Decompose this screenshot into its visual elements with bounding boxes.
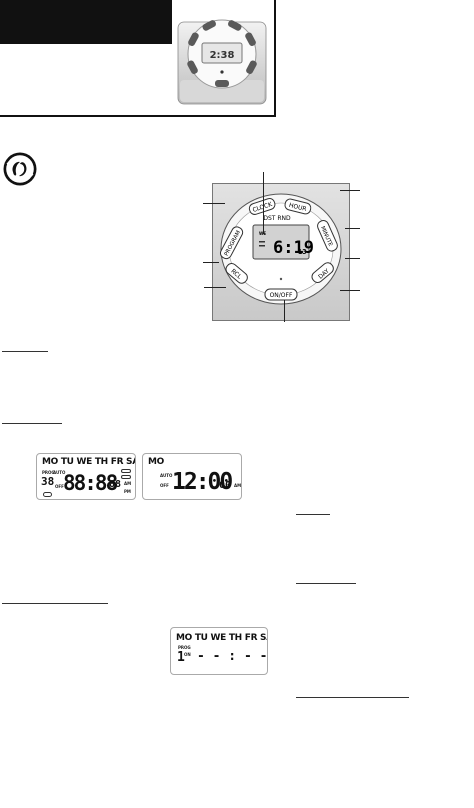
lcd-am-label: AM bbox=[124, 481, 132, 486]
header-frame bbox=[0, 0, 276, 117]
title-banner bbox=[0, 0, 172, 44]
lcd-auto-label: AUTO bbox=[160, 473, 173, 478]
on-off-button[interactable]: ON/OFF bbox=[264, 288, 298, 301]
leader-line bbox=[263, 172, 264, 234]
timer-product-photo: 2:38 bbox=[177, 19, 267, 105]
leader-line bbox=[203, 203, 225, 204]
lcd-prog-label: PROG bbox=[178, 645, 191, 650]
lcd-random-icon bbox=[43, 492, 52, 497]
lcd-prog-label: PROG bbox=[42, 470, 55, 475]
lcd-bulb-icon bbox=[121, 469, 131, 473]
leader-line bbox=[345, 258, 360, 259]
leader-line bbox=[340, 290, 360, 291]
hour-button[interactable]: HOUR bbox=[284, 198, 312, 215]
leader-line bbox=[203, 262, 219, 263]
dst-rnd-label: DST RND bbox=[263, 215, 291, 222]
section-rule bbox=[296, 697, 409, 698]
lcd-seconds: 00 bbox=[219, 480, 232, 491]
clock-button[interactable]: CLOCK bbox=[248, 197, 276, 215]
svg-text:HOUR: HOUR bbox=[288, 202, 307, 213]
lcd-off-label: OFF bbox=[160, 483, 169, 488]
svg-text:ON/OFF: ON/OFF bbox=[270, 292, 293, 299]
lcd-seconds: 88 bbox=[109, 479, 122, 490]
leader-line bbox=[204, 287, 226, 288]
dial-lcd bbox=[252, 224, 310, 260]
timer-dial: CLOCK HOUR PROGRAM MINUTE RCL DAY ON/OFF… bbox=[219, 193, 342, 305]
section-rule bbox=[2, 423, 62, 424]
ge-logo bbox=[3, 152, 37, 186]
lcd-time: 12:00 bbox=[172, 469, 233, 495]
section-rule bbox=[2, 603, 108, 604]
section-rule bbox=[2, 351, 48, 352]
dial-lcd-time: 6:19 bbox=[273, 238, 314, 258]
lcd-time: 88:88 bbox=[63, 471, 118, 495]
dial-lcd-day: WE bbox=[259, 231, 266, 236]
lcd-days: MO TU WE TH FR SA SU bbox=[42, 457, 135, 467]
lcd-am-label: AM bbox=[234, 483, 242, 488]
svg-text:2:38: 2:38 bbox=[210, 50, 235, 61]
section-rule bbox=[296, 514, 330, 515]
minute-button[interactable]: MINUTE bbox=[316, 219, 339, 253]
lcd-pm-label: PM bbox=[124, 489, 131, 494]
lcd-time: - - : - - bbox=[197, 649, 268, 664]
lcd-off-label: OFF bbox=[55, 484, 64, 489]
leader-line bbox=[340, 190, 360, 191]
lcd-program-display: MO TU WE TH FR SA SU PROG 1 ON - - : - - bbox=[170, 627, 268, 675]
lcd-all-segments: MO TU WE TH FR SA SU PROG AUTO 38 OFF 88… bbox=[36, 453, 136, 500]
leader-line bbox=[284, 300, 285, 322]
lcd-auto-label: AUTO bbox=[53, 470, 66, 475]
lcd-day: MO bbox=[148, 457, 165, 467]
leader-line bbox=[345, 228, 360, 229]
lcd-program-number: 38 bbox=[41, 475, 55, 488]
lcd-days: MO TU WE TH FR SA SU bbox=[176, 633, 267, 643]
lcd-program-number: 1 bbox=[177, 650, 185, 665]
lcd-bulb-icon bbox=[121, 475, 131, 479]
lcd-default-display: MO AUTO OFF 12:00 00 AM bbox=[142, 453, 242, 500]
section-rule bbox=[296, 583, 356, 584]
dial-lcd-seconds: 13 bbox=[298, 248, 306, 256]
program-button[interactable]: PROGRAM bbox=[219, 225, 244, 260]
rcl-button[interactable]: RCL bbox=[224, 261, 249, 285]
lcd-on-label: ON bbox=[184, 652, 191, 657]
